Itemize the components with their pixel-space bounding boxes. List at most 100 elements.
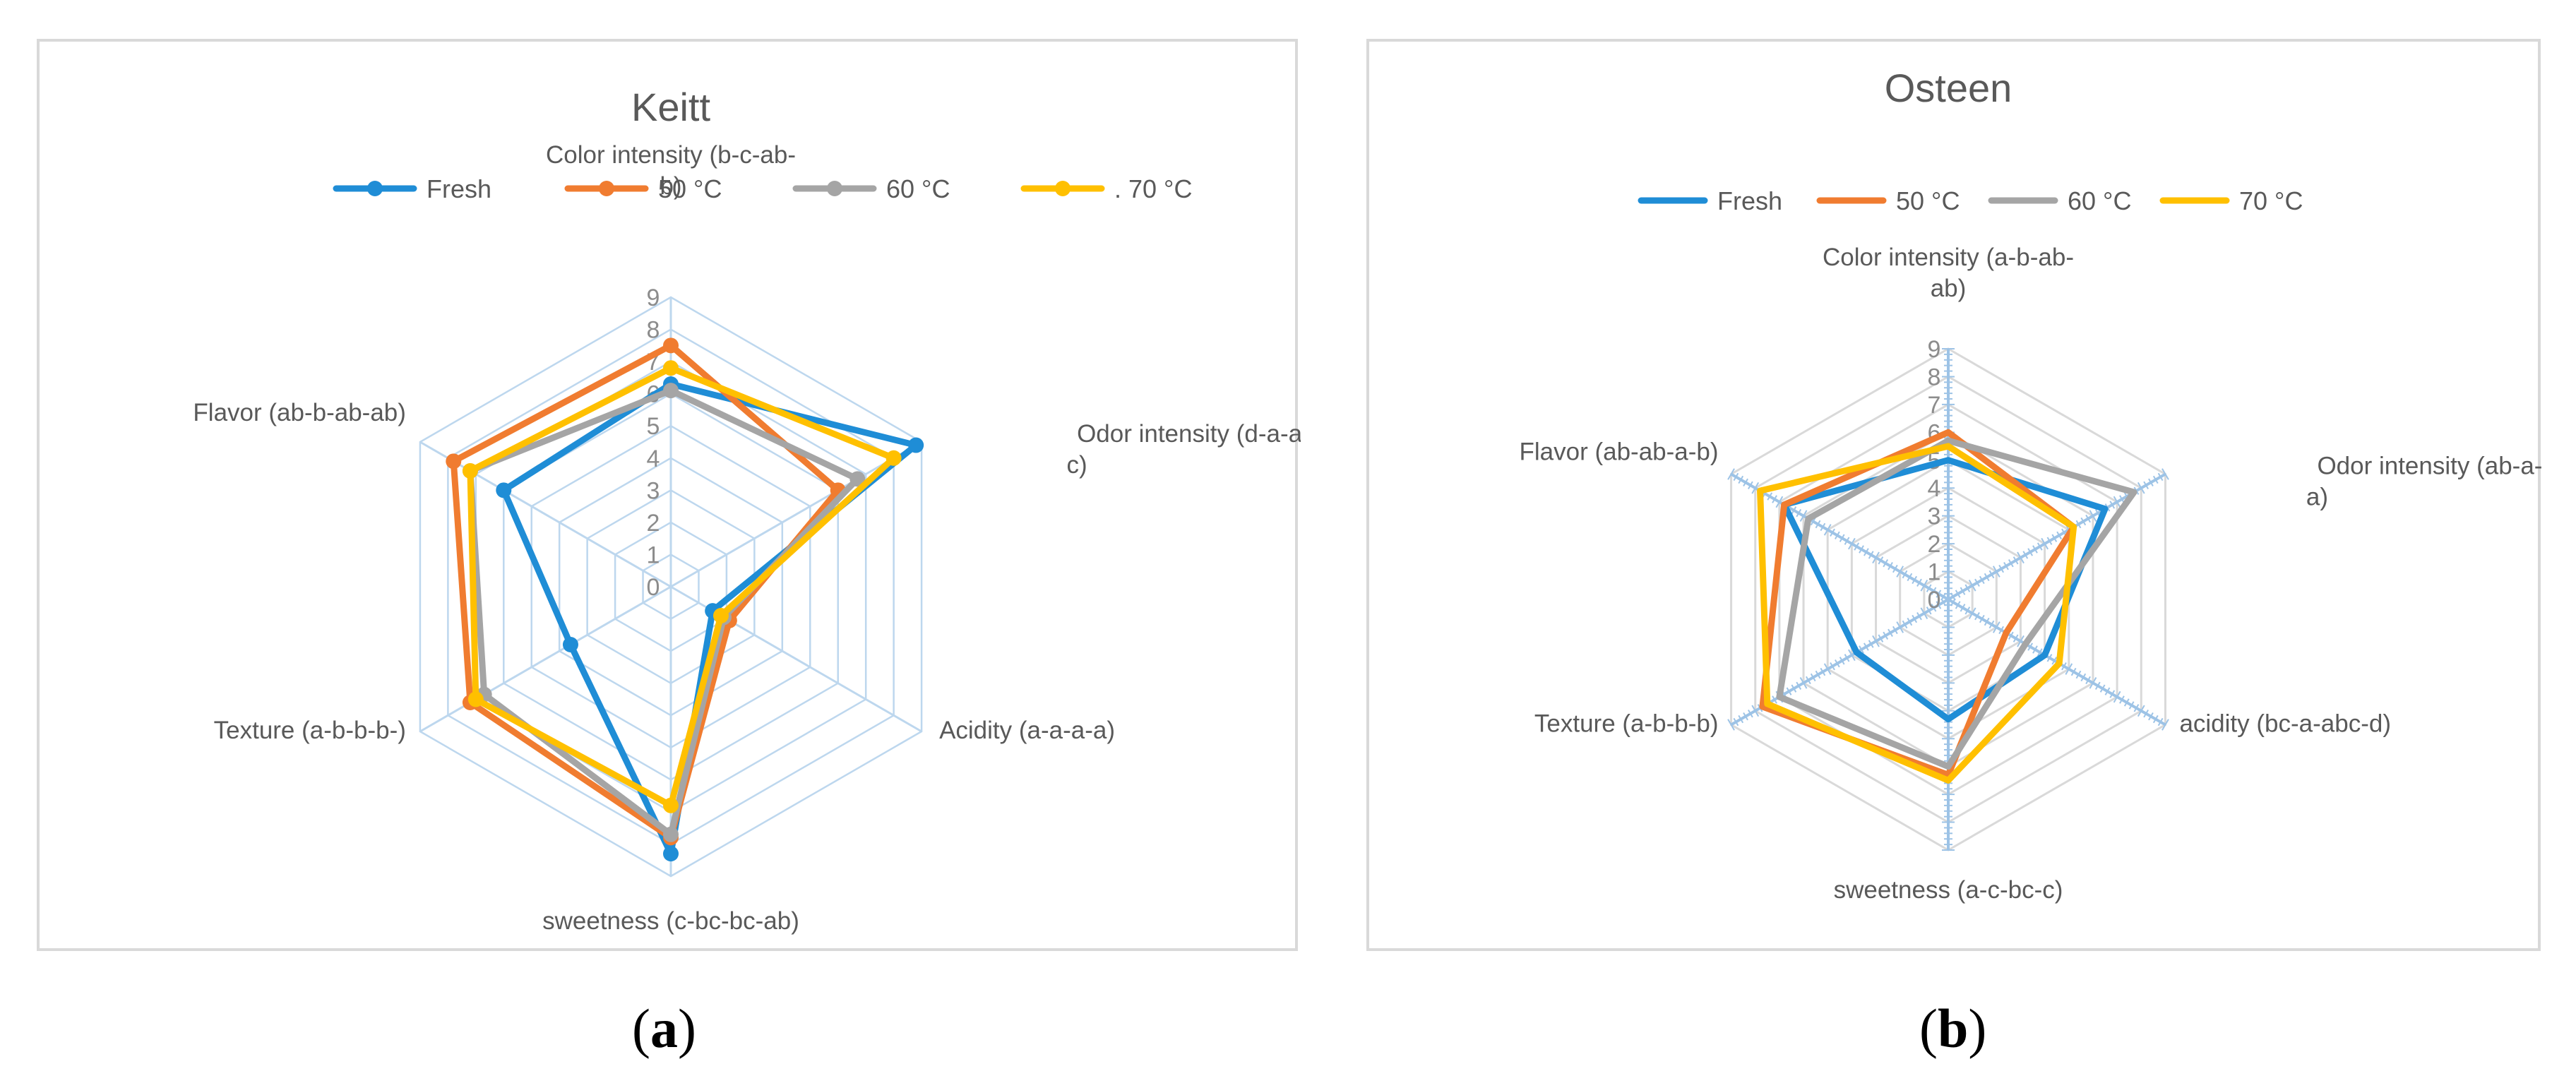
axis-tick: [1955, 590, 1961, 598]
series-line: [1757, 443, 2077, 784]
legend-item: 60 °C: [792, 174, 950, 203]
axis-tick: [1892, 564, 1898, 573]
axis-tick: [2148, 712, 2154, 721]
tick-label: 9: [1928, 336, 1941, 363]
axis-tick: [1964, 584, 1971, 592]
axis-tick: [1883, 631, 1889, 640]
data-point: [713, 608, 729, 623]
legend-label: 60 °C: [886, 174, 950, 203]
legend-item: 50 °C: [564, 174, 722, 203]
axis-tick: [1968, 607, 1976, 620]
axis-tick: [2085, 676, 2091, 685]
legend-label: 50 °C: [1896, 186, 1960, 215]
legend-item: 50 °C: [1816, 186, 1960, 215]
axis-tick: [2051, 534, 2058, 542]
axis-tick: [2089, 677, 2097, 689]
axis-tick: [1926, 606, 1932, 615]
axis-label: Texture (a-b-b-b): [1534, 710, 1719, 738]
axis-label-line: Acidity (a-a-a-a): [939, 717, 1115, 744]
axis-label-line: Flavor (ab-b-ab-ab): [193, 399, 406, 426]
axis-tick: [2152, 475, 2159, 484]
axis-tick: [1872, 635, 1880, 647]
axis-tick: [1960, 587, 1966, 595]
axis-tick: [1733, 717, 1739, 727]
legend-item: 60 °C: [1988, 186, 2131, 215]
axis-tick: [2027, 548, 2034, 556]
axis-tick: [1727, 468, 1735, 480]
axis-tick: [2017, 551, 2025, 564]
axis-tick: [1748, 710, 1753, 718]
axis-tick: [2051, 657, 2058, 665]
series-line: [1776, 437, 2137, 770]
axis-tick: [2022, 551, 2029, 559]
series-70-c: [1757, 443, 2077, 784]
axis-tick: [2157, 717, 2164, 727]
axis-tick: [1902, 570, 1908, 579]
axis-tick: [1775, 496, 1784, 508]
axis-label-line: a): [2306, 484, 2328, 511]
axis-tick: [1839, 534, 1845, 542]
axis-tick: [1892, 626, 1898, 635]
axis-tick: [1830, 662, 1835, 671]
axis-tick: [2032, 545, 2038, 554]
axis-tick: [2123, 698, 2130, 707]
axis-tick: [1920, 607, 1928, 620]
axis-tick: [1964, 606, 1971, 615]
axis-tick: [1998, 626, 2005, 635]
axis-tick: [1859, 545, 1864, 554]
tick-label: 8: [647, 317, 660, 344]
axis-tick: [1727, 719, 1735, 731]
series-60-c: [1776, 437, 2137, 770]
legend-label: Fresh: [427, 174, 491, 203]
axis-tick: [2119, 695, 2125, 704]
axis-tick: [2161, 468, 2169, 480]
axis-tick: [1974, 578, 1980, 587]
axis-label: Color intensity (a-b-ab-ab): [1823, 244, 2074, 302]
axis-label: Flavor (ab-b-ab-ab): [193, 399, 406, 426]
axis-label-line: Odor intensity (ab-a-b-: [2317, 453, 2544, 480]
axis-tick: [1791, 506, 1797, 515]
axis-tick: [1820, 667, 1826, 676]
axis-tick: [2032, 645, 2038, 654]
axis-tick: [1868, 640, 1874, 648]
axis-label: acidity (bc-a-abc-d): [2179, 710, 2391, 738]
axis-tick: [2080, 673, 2087, 682]
axis-tick: [1791, 684, 1797, 693]
axis-tick: [1968, 579, 1976, 592]
axis-tick: [1844, 537, 1850, 545]
axis-tick: [2046, 537, 2053, 545]
axis-tick: [1823, 663, 1832, 675]
axis-label: Flavor (ab-ab-a-b): [1520, 438, 1719, 466]
axis-tick: [1772, 495, 1777, 503]
axis-tick: [2075, 670, 2082, 679]
axis-tick: [1984, 617, 1990, 626]
axis-tick: [2133, 704, 2140, 712]
axis-tick: [1772, 695, 1777, 704]
axis-tick: [2027, 642, 2034, 651]
axis-tick: [1743, 712, 1748, 721]
axis-tick: [1984, 573, 1990, 582]
axis-label-line: ab): [1931, 275, 1967, 302]
axis-tick: [2012, 634, 2019, 642]
axis-tick: [1830, 528, 1835, 537]
axis-tick: [1916, 611, 1922, 621]
axis-tick: [1767, 492, 1773, 501]
data-point: [663, 360, 679, 376]
axis-tick: [2080, 517, 2087, 526]
axis-tick: [1810, 517, 1816, 526]
axis-label-line: acidity (bc-a-abc-d): [2179, 710, 2391, 738]
axis-spoke: [419, 585, 672, 733]
axis-tick: [1847, 537, 1856, 550]
series-line: [450, 342, 842, 841]
axis-tick: [1888, 561, 1893, 570]
tick-label: 2: [647, 510, 660, 537]
axis-tick: [2157, 472, 2164, 482]
axis-tick: [2037, 648, 2043, 657]
axis-tick: [2109, 501, 2116, 509]
tick-label: 1: [647, 542, 660, 568]
chart-title: Keitt: [631, 85, 710, 129]
axis-tick: [1988, 620, 1995, 629]
legend-item: 70 °C: [2159, 186, 2303, 215]
data-point: [663, 826, 679, 842]
